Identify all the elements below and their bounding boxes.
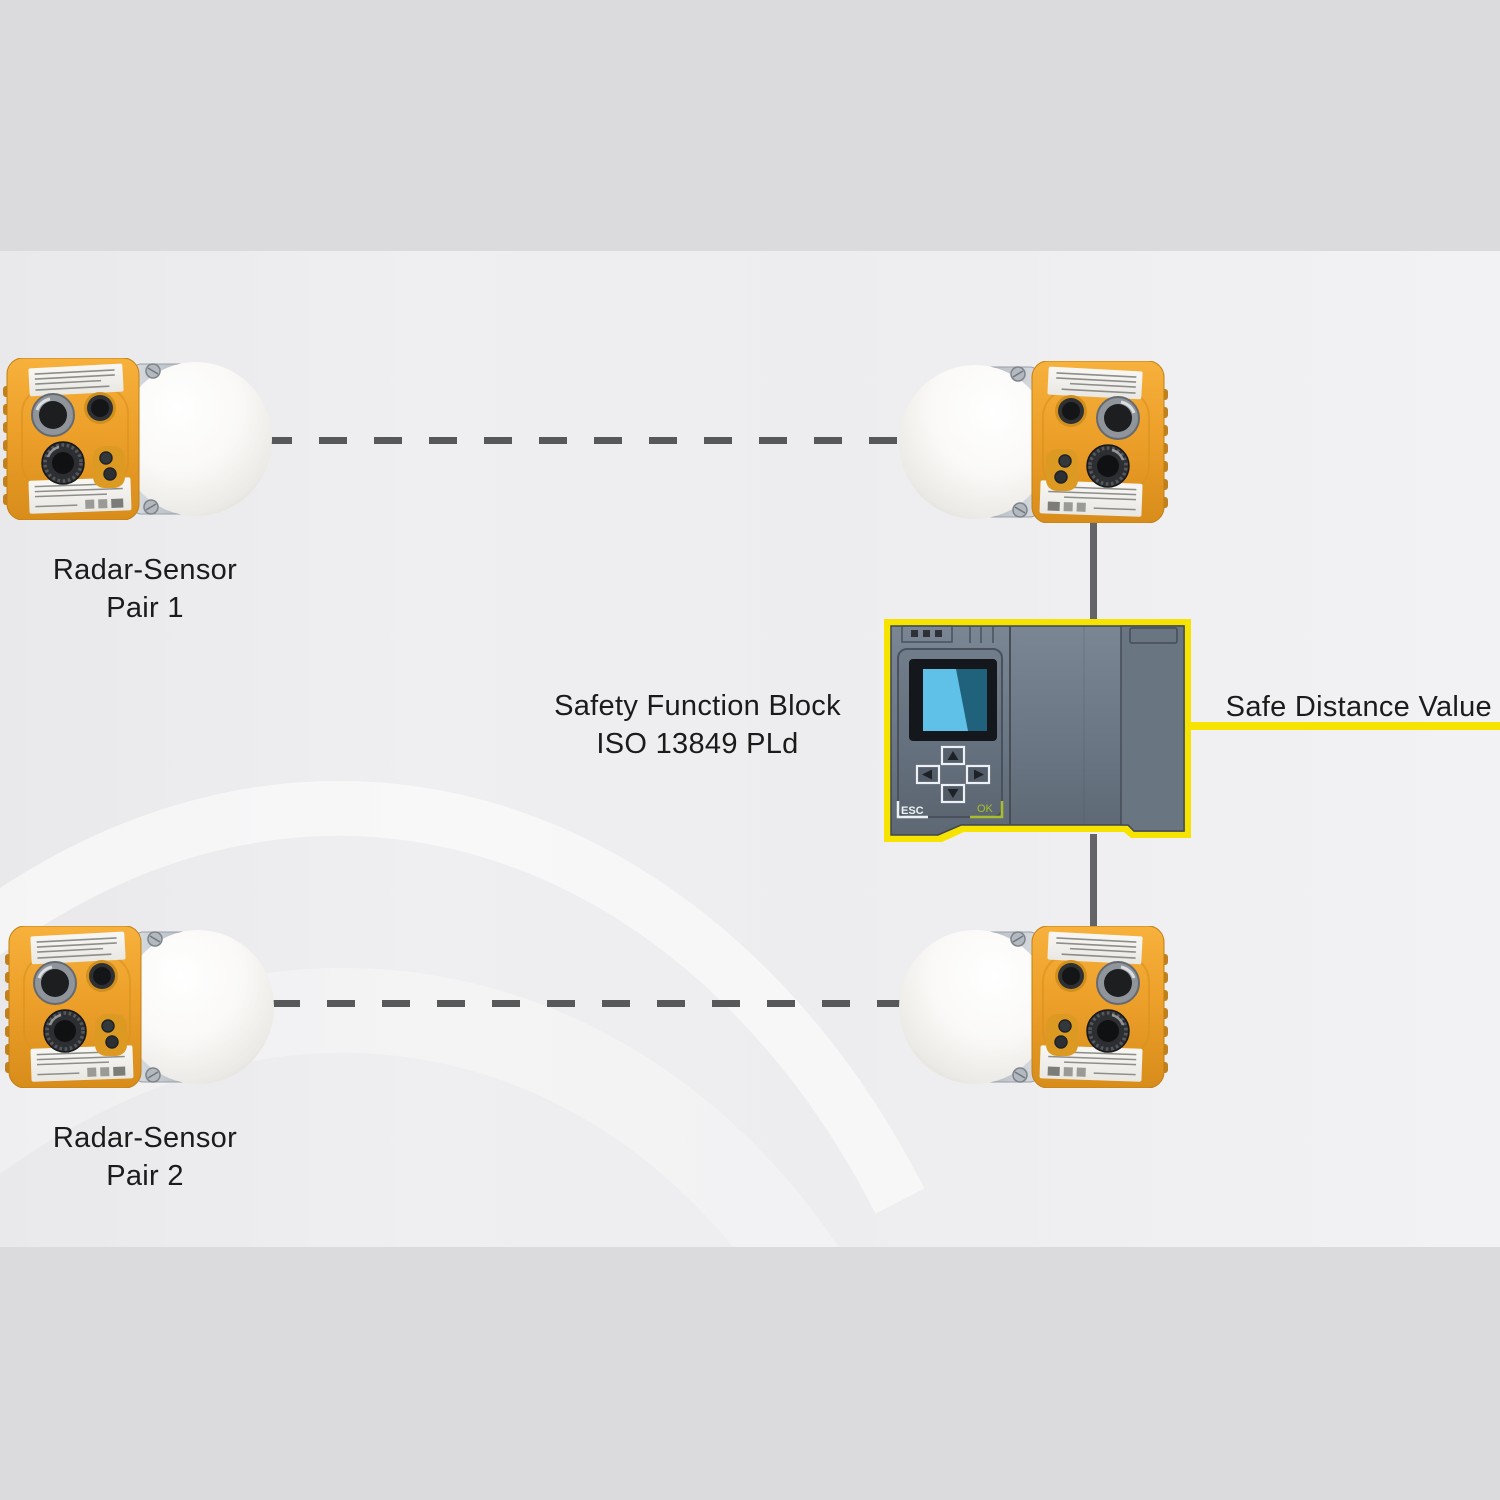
plc-esc-label: ESC bbox=[901, 805, 924, 817]
radar-sensor-pair2-left-device bbox=[5, 926, 275, 1088]
radar-beam-pair2-dashed-line bbox=[272, 1000, 904, 1007]
radar-beam-pair1-dashed-line bbox=[264, 437, 900, 444]
plc-display bbox=[909, 659, 997, 741]
radar-sensor-pair1-left-device bbox=[3, 358, 273, 520]
radar-sensor-pair1-right-device bbox=[898, 361, 1168, 523]
radar-sensor-pair2-right-device bbox=[898, 926, 1168, 1088]
pair2-caption-line2: Pair 2 bbox=[106, 1160, 184, 1192]
safety-caption-line1: Safety Function Block bbox=[554, 690, 841, 722]
plc-ok-label: OK bbox=[977, 803, 994, 815]
pair1-caption-line1: Radar-Sensor bbox=[52, 554, 238, 586]
cable-plc-to-bottom-sensor bbox=[1090, 834, 1097, 932]
safety-plc-device: ESC OK bbox=[884, 617, 1194, 845]
safety-caption-line2: ISO 13849 PLd bbox=[596, 728, 799, 760]
safety-function-block-caption: Safety Function Block ISO 13849 PLd bbox=[515, 687, 880, 763]
cable-top-sensor-to-plc bbox=[1090, 516, 1097, 624]
pair2-caption: Radar-Sensor Pair 2 bbox=[15, 1119, 275, 1195]
pair2-caption-line1: Radar-Sensor bbox=[52, 1122, 238, 1154]
safe-distance-value-caption: Safe Distance Value bbox=[1200, 688, 1492, 726]
plc-status-leds bbox=[911, 630, 942, 637]
pair1-caption-line2: Pair 1 bbox=[106, 592, 184, 624]
safe-distance-label: Safe Distance Value bbox=[1225, 691, 1492, 723]
pair1-caption: Radar-Sensor Pair 1 bbox=[15, 551, 275, 627]
safe-distance-output-line bbox=[1186, 722, 1500, 730]
